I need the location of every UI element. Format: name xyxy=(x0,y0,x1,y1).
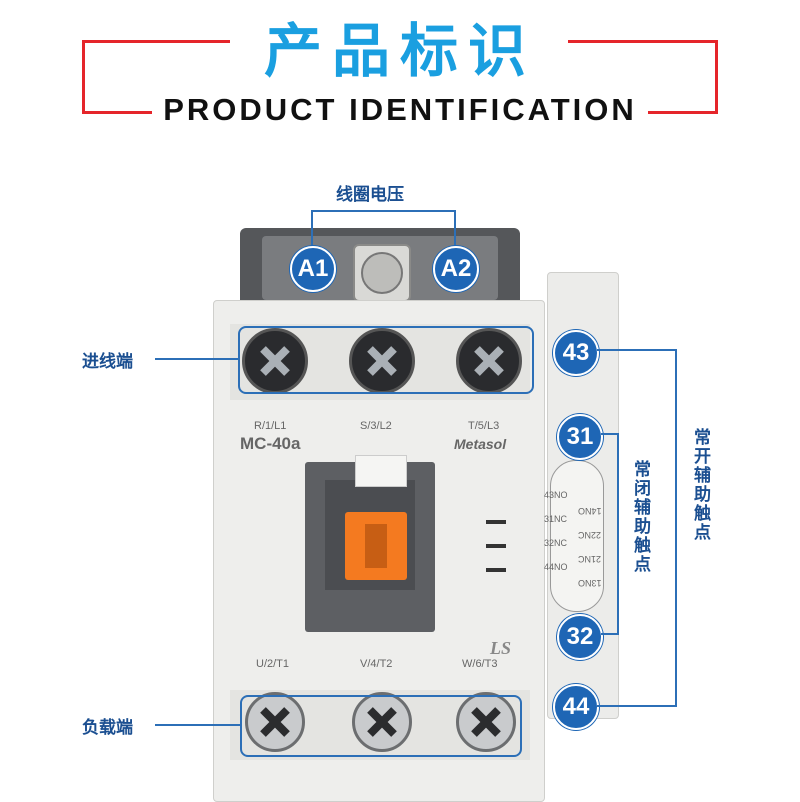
coil-bracket-top xyxy=(311,210,456,212)
aux-left-1: 43NO xyxy=(544,490,568,500)
badge-31: 31 xyxy=(557,414,603,460)
no-aux-label: 常开辅助触点 xyxy=(690,428,710,542)
load-screw-2-icon xyxy=(352,692,412,752)
title-english: PRODUCT IDENTIFICATION xyxy=(163,92,637,127)
terminal-label-t1: U/2/T1 xyxy=(256,658,290,670)
line-terminal-highlight xyxy=(238,326,534,394)
terminal-label-t2: V/4/T2 xyxy=(360,658,393,670)
brand-name: Metasol xyxy=(454,436,507,452)
frame-right xyxy=(715,40,718,114)
badge-a2: A2 xyxy=(433,246,479,292)
aux-right-3: 21NC xyxy=(578,554,602,564)
load-side-leader xyxy=(155,724,240,726)
nc-aux-label: 常闭辅助触点 xyxy=(630,460,650,574)
load-screw-1-icon xyxy=(245,692,305,752)
coil-bracket-right xyxy=(454,210,456,248)
badge-a1: A1 xyxy=(290,246,336,292)
badge-44: 44 xyxy=(553,684,599,730)
frame-top-left xyxy=(82,40,230,43)
model-number: MC-40a xyxy=(240,434,301,453)
line-screw-2-icon xyxy=(349,328,415,394)
coil-screw-icon xyxy=(361,252,403,294)
load-screw-3-icon xyxy=(456,692,516,752)
nc-bracket-top xyxy=(601,433,619,435)
aux-left-4: 44NO xyxy=(544,562,568,572)
aux-right-2: 22NC xyxy=(578,530,602,540)
coil-voltage-label: 线圈电压 xyxy=(336,185,404,205)
title-chinese: 产品标识 xyxy=(263,17,536,85)
line-side-label: 进线端 xyxy=(82,352,133,372)
no-bracket-side xyxy=(675,349,677,707)
no-bracket-bottom xyxy=(597,705,677,707)
aux-left-3: 32NC xyxy=(544,538,568,548)
nc-bracket-side xyxy=(617,433,619,635)
aux-right-1: 14NO xyxy=(578,506,602,516)
actuator-lever-slot xyxy=(365,524,387,568)
badge-43: 43 xyxy=(553,330,599,376)
badge-32: 32 xyxy=(557,614,603,660)
frame-bottom-right xyxy=(648,111,718,114)
coil-bracket-left xyxy=(311,210,313,248)
load-terminal-highlight xyxy=(240,695,522,757)
terminal-label-l2: S/3/L2 xyxy=(360,420,392,432)
terminal-label-l3: T/5/L3 xyxy=(468,420,500,432)
vent-slot-3 xyxy=(486,568,506,572)
nc-bracket-bottom xyxy=(601,633,619,635)
aux-right-4: 13NO xyxy=(578,578,602,588)
line-side-leader xyxy=(155,358,238,360)
frame-left xyxy=(82,40,85,114)
terminal-label-l1: R/1/L1 xyxy=(254,420,287,432)
frame-top-right xyxy=(568,40,718,43)
vent-slot-2 xyxy=(486,544,506,548)
auxiliary-contact-label-panel xyxy=(550,460,604,612)
frame-bottom-left xyxy=(82,111,152,114)
terminal-label-t3: W/6/T3 xyxy=(462,658,498,670)
load-side-label: 负载端 xyxy=(82,718,133,738)
vent-slot-1 xyxy=(486,520,506,524)
ls-logo: LS xyxy=(490,638,512,658)
indicator-slot xyxy=(355,455,407,487)
aux-left-2: 31NC xyxy=(544,514,568,524)
no-bracket-top xyxy=(597,349,677,351)
